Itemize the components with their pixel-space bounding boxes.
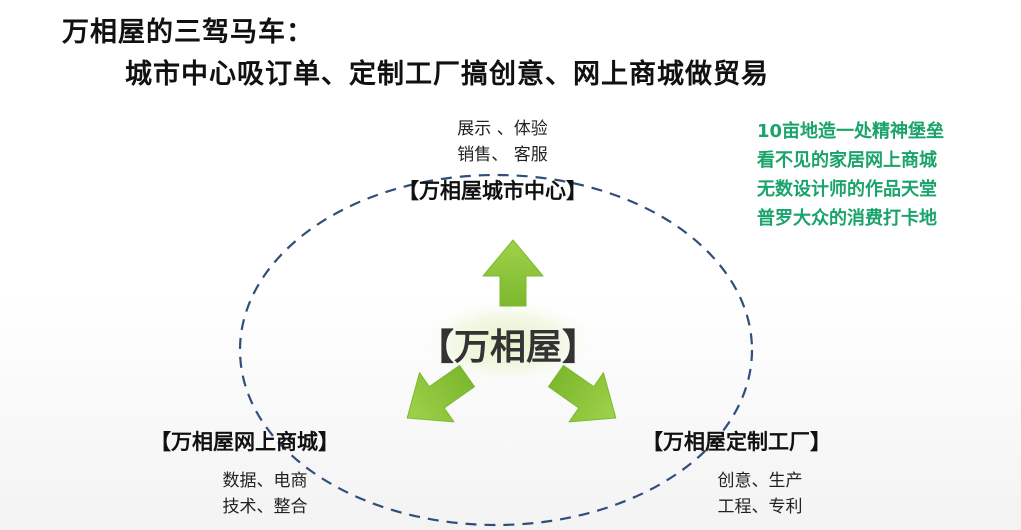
arrow-down-left-icon [406, 364, 475, 423]
factory-desc-line-1: 创意、生产 [717, 471, 803, 491]
note-item: 10亩地造一处精神堡垒 [757, 121, 945, 142]
arrow-down-right-icon [548, 364, 617, 423]
note-item: 普罗大众的消费打卡地 [757, 208, 937, 229]
arrow-up-icon [482, 239, 544, 307]
online-desc-line-1: 数据、电商 [222, 471, 308, 491]
factory-desc-line-2: 工程、专利 [717, 497, 803, 517]
city-desc: 展示 、体验 销售、 客服 [445, 116, 560, 168]
online-desc: 数据、电商 技术、整合 [205, 468, 325, 520]
node-city-center: 【万相屋城市中心】 [398, 179, 587, 203]
node-online-mall: 【万相屋网上商城】 [150, 430, 339, 454]
title-line-1: 万相屋的三驾马车： [62, 17, 314, 48]
cycle-dashed-circle [238, 173, 754, 527]
factory-desc: 创意、生产 工程、专利 [700, 468, 820, 520]
city-desc-line-2: 销售、 客服 [457, 145, 548, 165]
center-label: 【万相屋】 [418, 327, 599, 368]
online-desc-line-2: 技术、整合 [222, 497, 308, 517]
node-custom-factory: 【万相屋定制工厂】 [642, 430, 831, 454]
notes-list: 10亩地造一处精神堡垒 看不见的家居网上商城 无数设计师的作品天堂 普罗大众的消… [757, 117, 944, 233]
note-item: 无数设计师的作品天堂 [757, 179, 937, 200]
center-glow [416, 297, 600, 387]
title-line-2: 城市中心吸订单、定制工厂搞创意、网上商城做贸易 [125, 59, 769, 90]
city-desc-line-1: 展示 、体验 [457, 119, 548, 139]
note-item: 看不见的家居网上商城 [757, 150, 937, 171]
